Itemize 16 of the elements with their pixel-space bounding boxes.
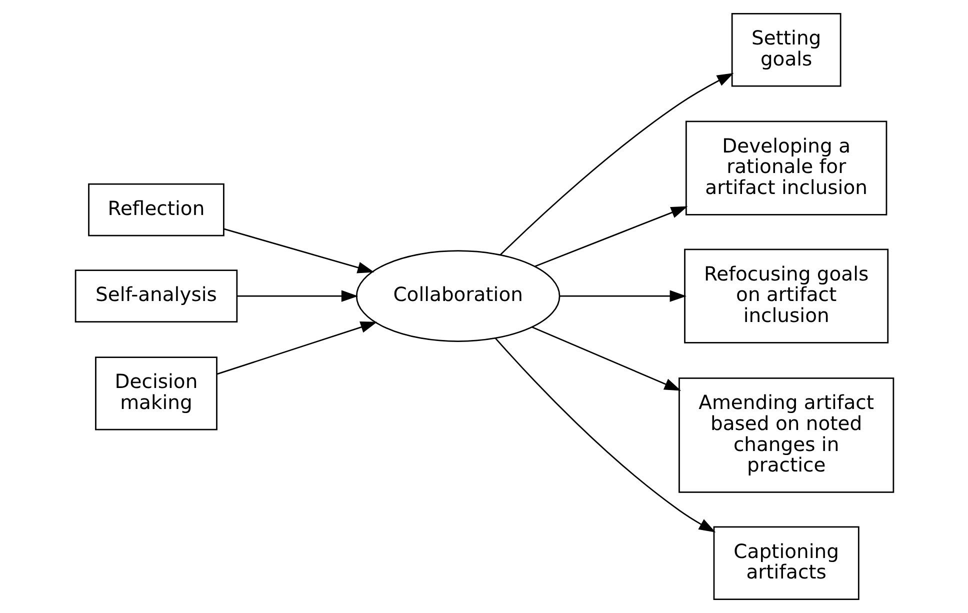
arrow bbox=[499, 72, 734, 256]
node-box: Amending artifact based on noted changes in practice bbox=[678, 377, 894, 493]
node-box: Reflection bbox=[88, 183, 224, 236]
arrow bbox=[216, 322, 377, 375]
arrow bbox=[559, 290, 686, 302]
node-box: Self-analysis bbox=[74, 270, 238, 322]
arrow bbox=[236, 290, 358, 302]
node-box: Captioning artifacts bbox=[712, 526, 859, 600]
node-box: Decision making bbox=[94, 356, 217, 430]
node-box: Refocusing goals on artifact inclusion bbox=[684, 248, 888, 344]
node-box: Setting goals bbox=[730, 13, 841, 87]
arrow bbox=[494, 338, 716, 532]
arrow bbox=[534, 206, 688, 268]
arrow bbox=[223, 228, 374, 274]
arrow bbox=[531, 326, 681, 391]
node-box: Developing a rationale for artifact inclusion bbox=[684, 120, 887, 216]
